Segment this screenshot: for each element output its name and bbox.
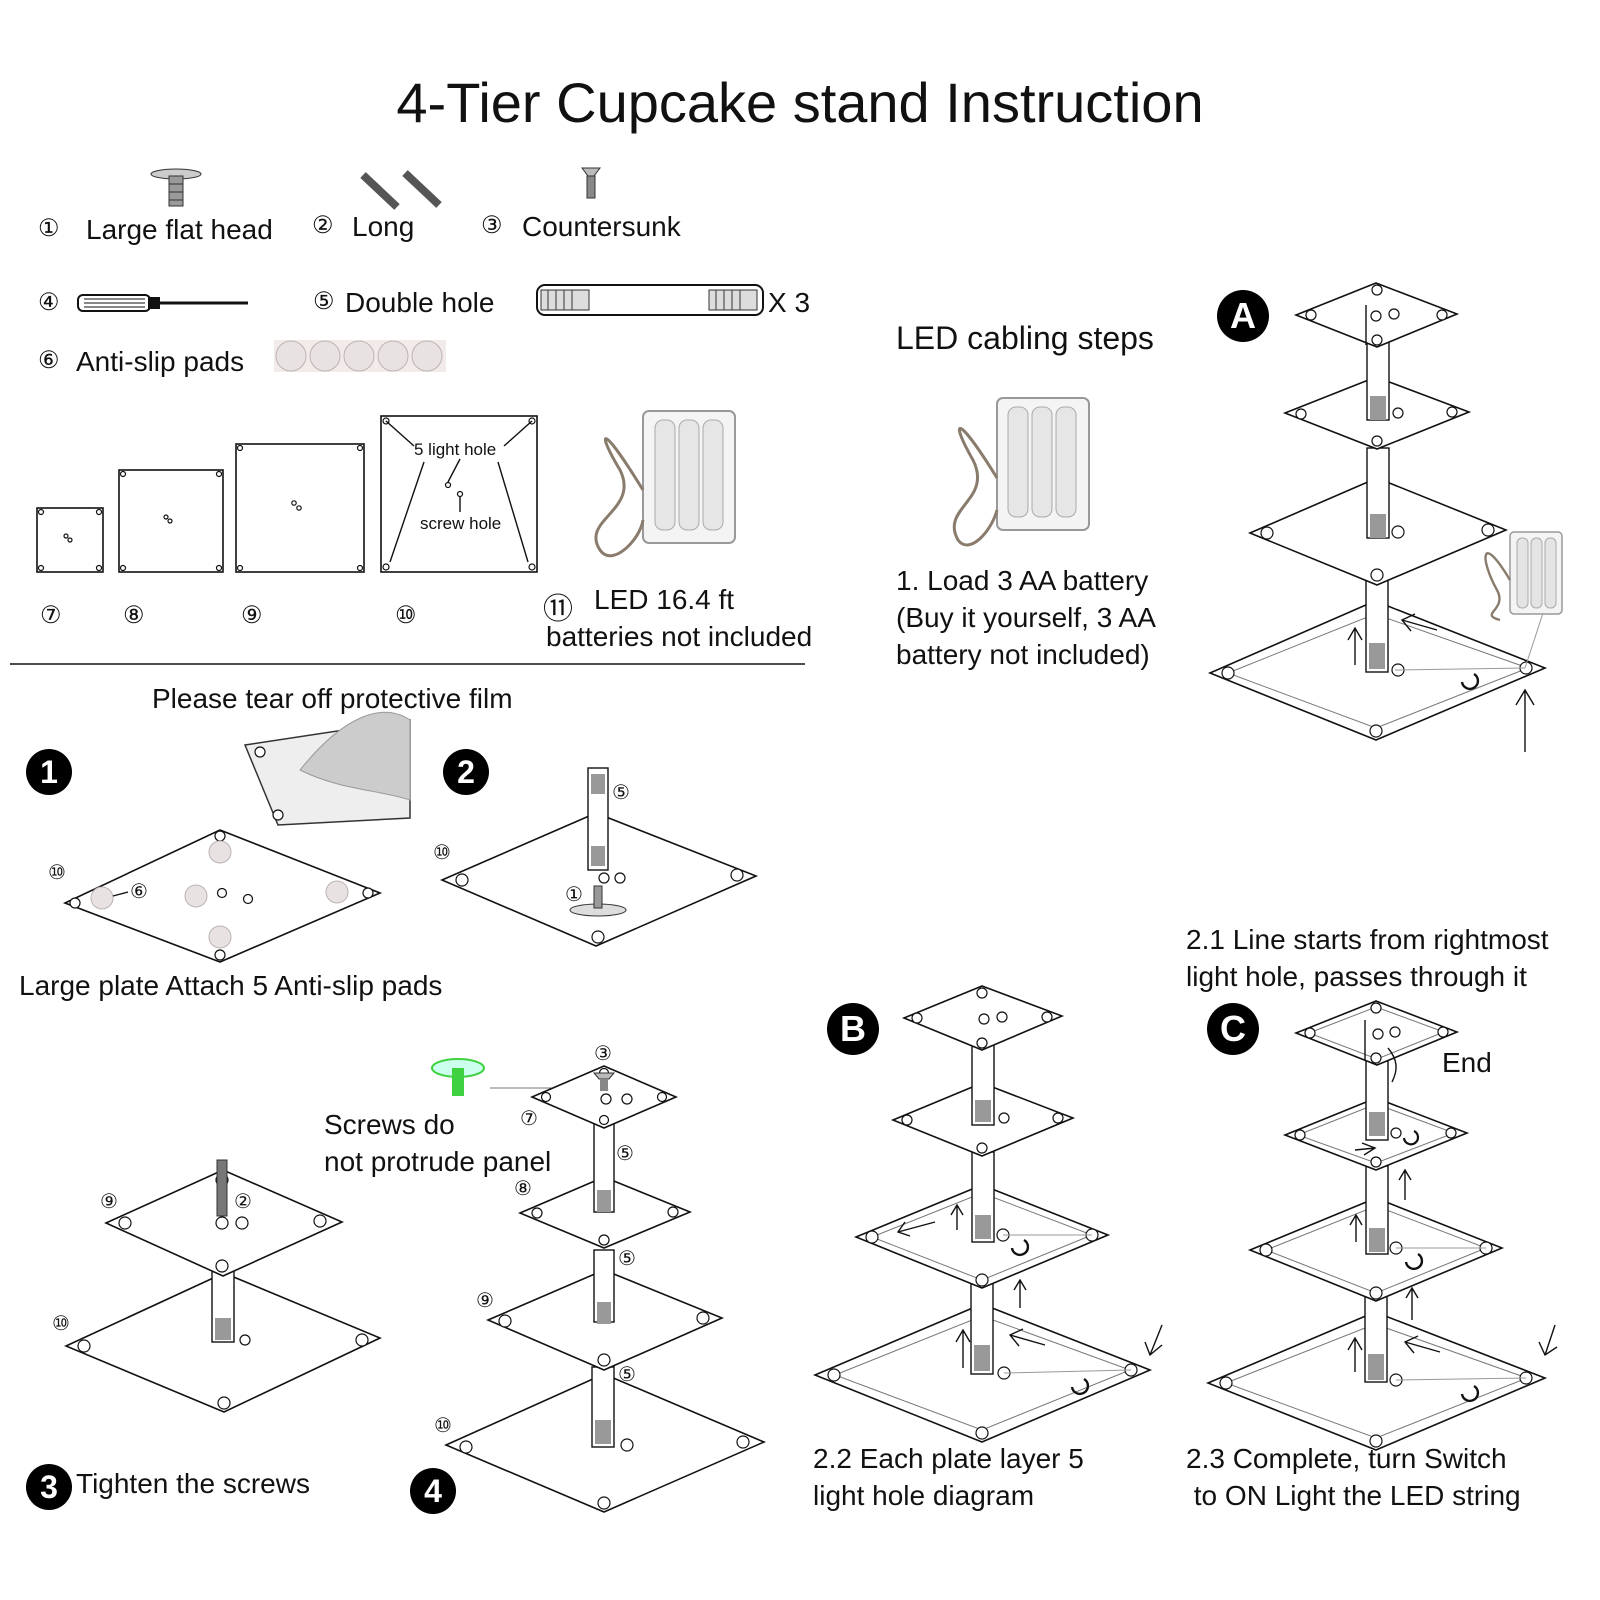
part-3-number: ③ — [481, 212, 503, 239]
plate-7 — [36, 507, 104, 573]
led-step-c-line1: 2.3 Complete, turn Switch — [1186, 1443, 1507, 1474]
led-step1-line1: 1. Load 3 AA battery — [896, 565, 1149, 596]
page-title: 4-Tier Cupcake stand Instruction — [396, 71, 1204, 134]
step1-plate-callout: ⑩ — [48, 862, 66, 884]
led-step1-line3: battery not included) — [896, 639, 1150, 670]
part-10-number: ⑩ — [395, 602, 417, 629]
double-hole-rod-icon — [536, 284, 764, 316]
part-1-number: ① — [38, 215, 60, 242]
step3-screw-callout: ② — [234, 1191, 252, 1213]
light-hole-label: 5 light hole — [414, 440, 497, 459]
part-5-quantity: X 3 — [768, 287, 811, 318]
led-step-c-badge: C — [1207, 1003, 1259, 1055]
step4-note-line1: Screws do — [324, 1109, 455, 1140]
screw-hole-label: screw hole — [420, 514, 502, 533]
led-tower-a — [1207, 282, 1563, 752]
step1-caption-top: Please tear off protective film — [152, 683, 513, 714]
led-battery-box-step1 — [952, 397, 1090, 547]
step4-note-line2: not protrude panel — [324, 1146, 552, 1177]
flat-head-screw-icon — [150, 168, 202, 207]
led-heading: LED cabling steps — [896, 320, 1154, 356]
step3-caption: Tighten the screws — [76, 1468, 310, 1499]
part-2-label: Long — [352, 211, 415, 242]
step4-callout-8: ⑧ — [514, 1178, 532, 1200]
led-step-c-line2: to ON Light the LED string — [1186, 1480, 1521, 1511]
plate-10 — [380, 415, 538, 573]
step4-assembly — [431, 1058, 767, 1513]
led-step-b-line2: light hole diagram — [813, 1480, 1035, 1511]
led-battery-box-icon — [594, 410, 736, 558]
screw-highlight-icon — [431, 1058, 485, 1096]
part-11-label: LED 16.4 ft — [594, 584, 735, 615]
part-3-label: Countersunk — [522, 211, 681, 242]
part-11-note: batteries not included — [546, 621, 813, 652]
led-step-a-badge: A — [1217, 290, 1269, 342]
led-step21-line1: 2.1 Line starts from rightmost — [1186, 924, 1549, 955]
plate-8 — [118, 469, 224, 573]
step2-badge: 2 — [443, 749, 489, 795]
screwdriver-icon — [77, 294, 248, 312]
anti-slip-pad-icon — [274, 340, 446, 372]
step4-callout-10: ⑩ — [434, 1415, 452, 1437]
step4-callout-9: ⑨ — [476, 1290, 494, 1312]
part-2-number: ② — [312, 212, 334, 239]
part-4-number: ④ — [38, 289, 60, 316]
step1-pad-callout: ⑥ — [130, 881, 148, 903]
step4-callout-3: ③ — [594, 1043, 612, 1065]
part-7-number: ⑦ — [40, 602, 62, 629]
step2-screw-callout: ① — [565, 884, 583, 906]
led-step1-line2: (Buy it yourself, 3 AA — [896, 602, 1156, 633]
part-11-number: ⑪ — [543, 593, 573, 626]
step1-plate — [62, 829, 383, 963]
step3-assembly — [64, 1159, 382, 1413]
protective-film-icon — [243, 711, 411, 826]
step4-badge: 4 — [410, 1468, 456, 1514]
led-tower-b — [812, 985, 1163, 1443]
step1-badge: 1 — [26, 749, 72, 795]
part-9-number: ⑨ — [241, 602, 263, 629]
part-5-label: Double hole — [345, 287, 495, 318]
countersunk-screw-icon — [581, 167, 601, 199]
step4-callout-5c: ⑤ — [618, 1364, 636, 1386]
long-screw-icon — [360, 170, 442, 210]
step4-callout-7: ⑦ — [520, 1108, 538, 1130]
step2-plate — [439, 767, 759, 947]
part-5-number: ⑤ — [313, 288, 335, 315]
step2-rod-callout: ⑤ — [612, 782, 630, 804]
led-step21-line2: light hole, passes through it — [1186, 961, 1527, 992]
led-step-b-line1: 2.2 Each plate layer 5 — [813, 1443, 1084, 1474]
step4-callout-5a: ⑤ — [616, 1143, 634, 1165]
step3-bottom-callout: ⑩ — [52, 1313, 70, 1335]
step3-top-callout: ⑨ — [100, 1191, 118, 1213]
plate-9 — [235, 443, 365, 573]
led-step-c-end-label: End — [1442, 1047, 1492, 1078]
step4-callout-5b: ⑤ — [618, 1248, 636, 1270]
part-6-label: Anti-slip pads — [76, 346, 245, 377]
step1-caption: Large plate Attach 5 Anti-slip pads — [19, 970, 443, 1001]
step2-plate-callout: ⑩ — [433, 842, 451, 864]
led-tower-c — [1205, 1000, 1558, 1451]
part-8-number: ⑧ — [123, 602, 145, 629]
part-6-number: ⑥ — [38, 347, 60, 374]
led-step-b-badge: B — [827, 1003, 879, 1055]
part-1-label: Large flat head — [86, 214, 273, 245]
step3-badge: 3 — [26, 1464, 72, 1510]
